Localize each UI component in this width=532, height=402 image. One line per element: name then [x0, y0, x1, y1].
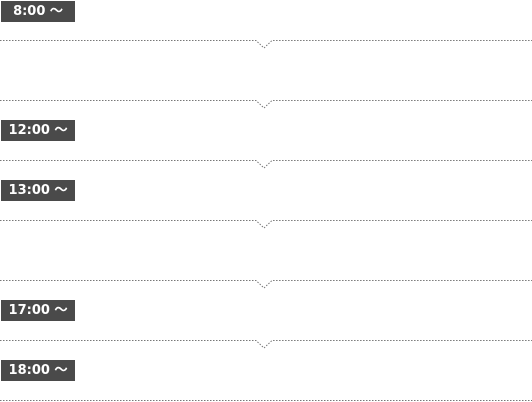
- divider-chevron: [0, 338, 532, 350]
- time-badge-17-00: 17:00 〜: [1, 300, 75, 321]
- divider-line: [0, 398, 532, 402]
- time-badge-18-00: 18:00 〜: [1, 360, 75, 381]
- divider-chevron: [0, 158, 532, 170]
- divider-chevron: [0, 98, 532, 110]
- time-badge-12-00: 12:00 〜: [1, 120, 75, 141]
- time-badge-8-00: 8:00 〜: [1, 1, 75, 22]
- divider-chevron: [0, 278, 532, 290]
- divider-chevron: [0, 38, 532, 50]
- time-badge-13-00: 13:00 〜: [1, 180, 75, 201]
- divider-chevron: [0, 218, 532, 230]
